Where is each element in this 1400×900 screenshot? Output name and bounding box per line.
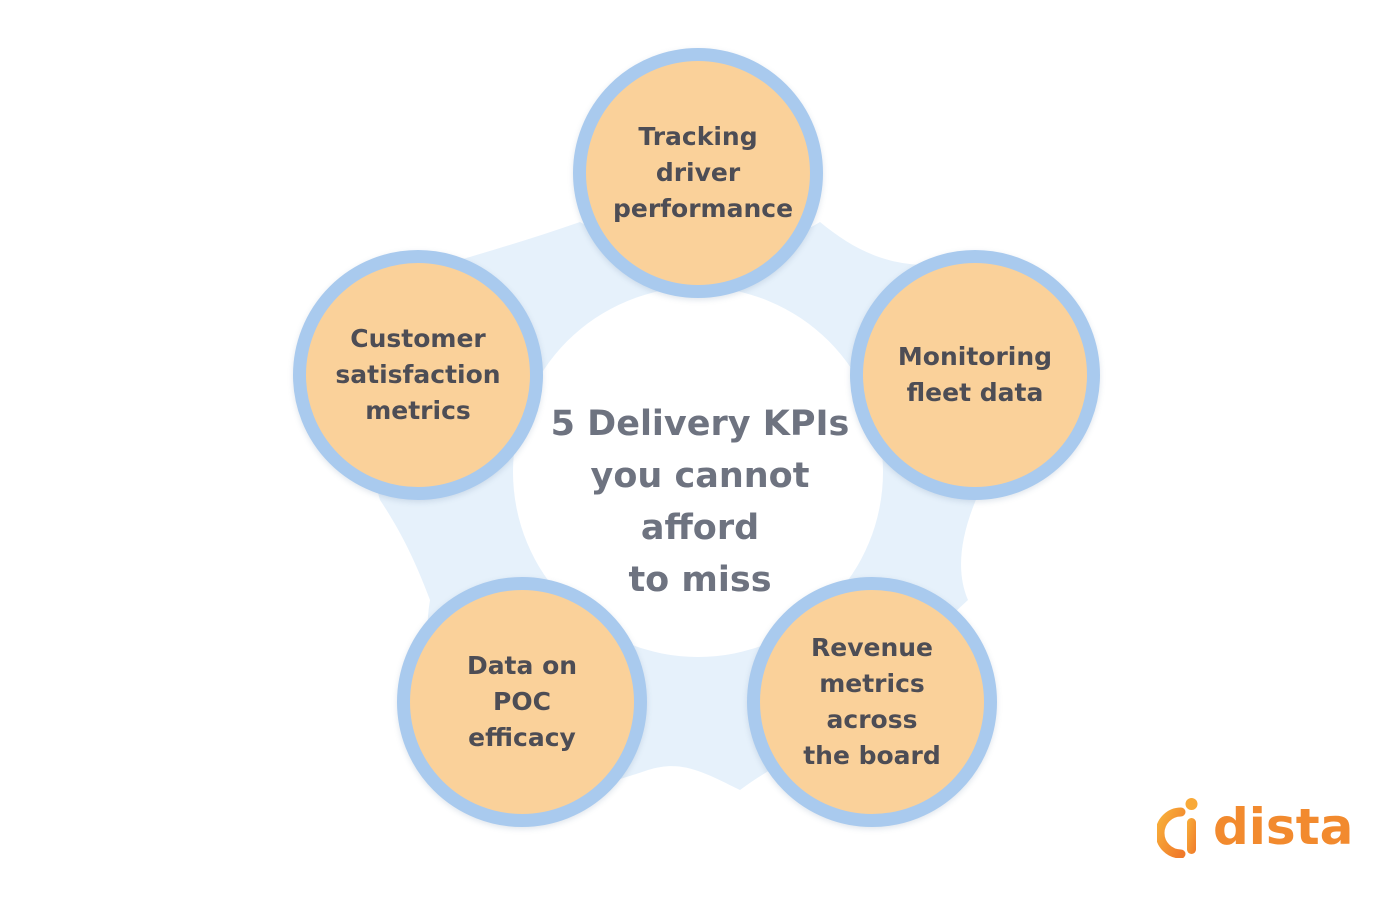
- kpi-node-fleet-data: Monitoring fleet data: [850, 250, 1100, 500]
- kpi-label: Data on POC efficacy: [466, 651, 578, 752]
- kpi-node-driver-performance: Tracking driver performance: [573, 48, 823, 298]
- kpi-label: Revenue metrics across the board: [803, 633, 941, 770]
- backdrop-center-hole: [513, 287, 883, 657]
- kpi-node-customer-satisfaction: Customer satisfaction metrics: [293, 250, 543, 500]
- kpi-node-revenue-metrics: Revenue metrics across the board: [747, 577, 997, 827]
- dista-logo-icon: [1157, 798, 1198, 858]
- kpi-label: Monitoring fleet data: [897, 342, 1053, 407]
- kpi-node-poc-efficacy: Data on POC efficacy: [397, 577, 647, 827]
- brand-logo: dista: [1157, 794, 1367, 860]
- brand-name: dista: [1213, 798, 1354, 856]
- kpi-label: Customer satisfaction metrics: [335, 324, 501, 425]
- diagram-title: 5 Delivery KPIs you cannot afford to mis…: [550, 404, 850, 600]
- kpi-label: Tracking driver performance: [613, 122, 794, 223]
